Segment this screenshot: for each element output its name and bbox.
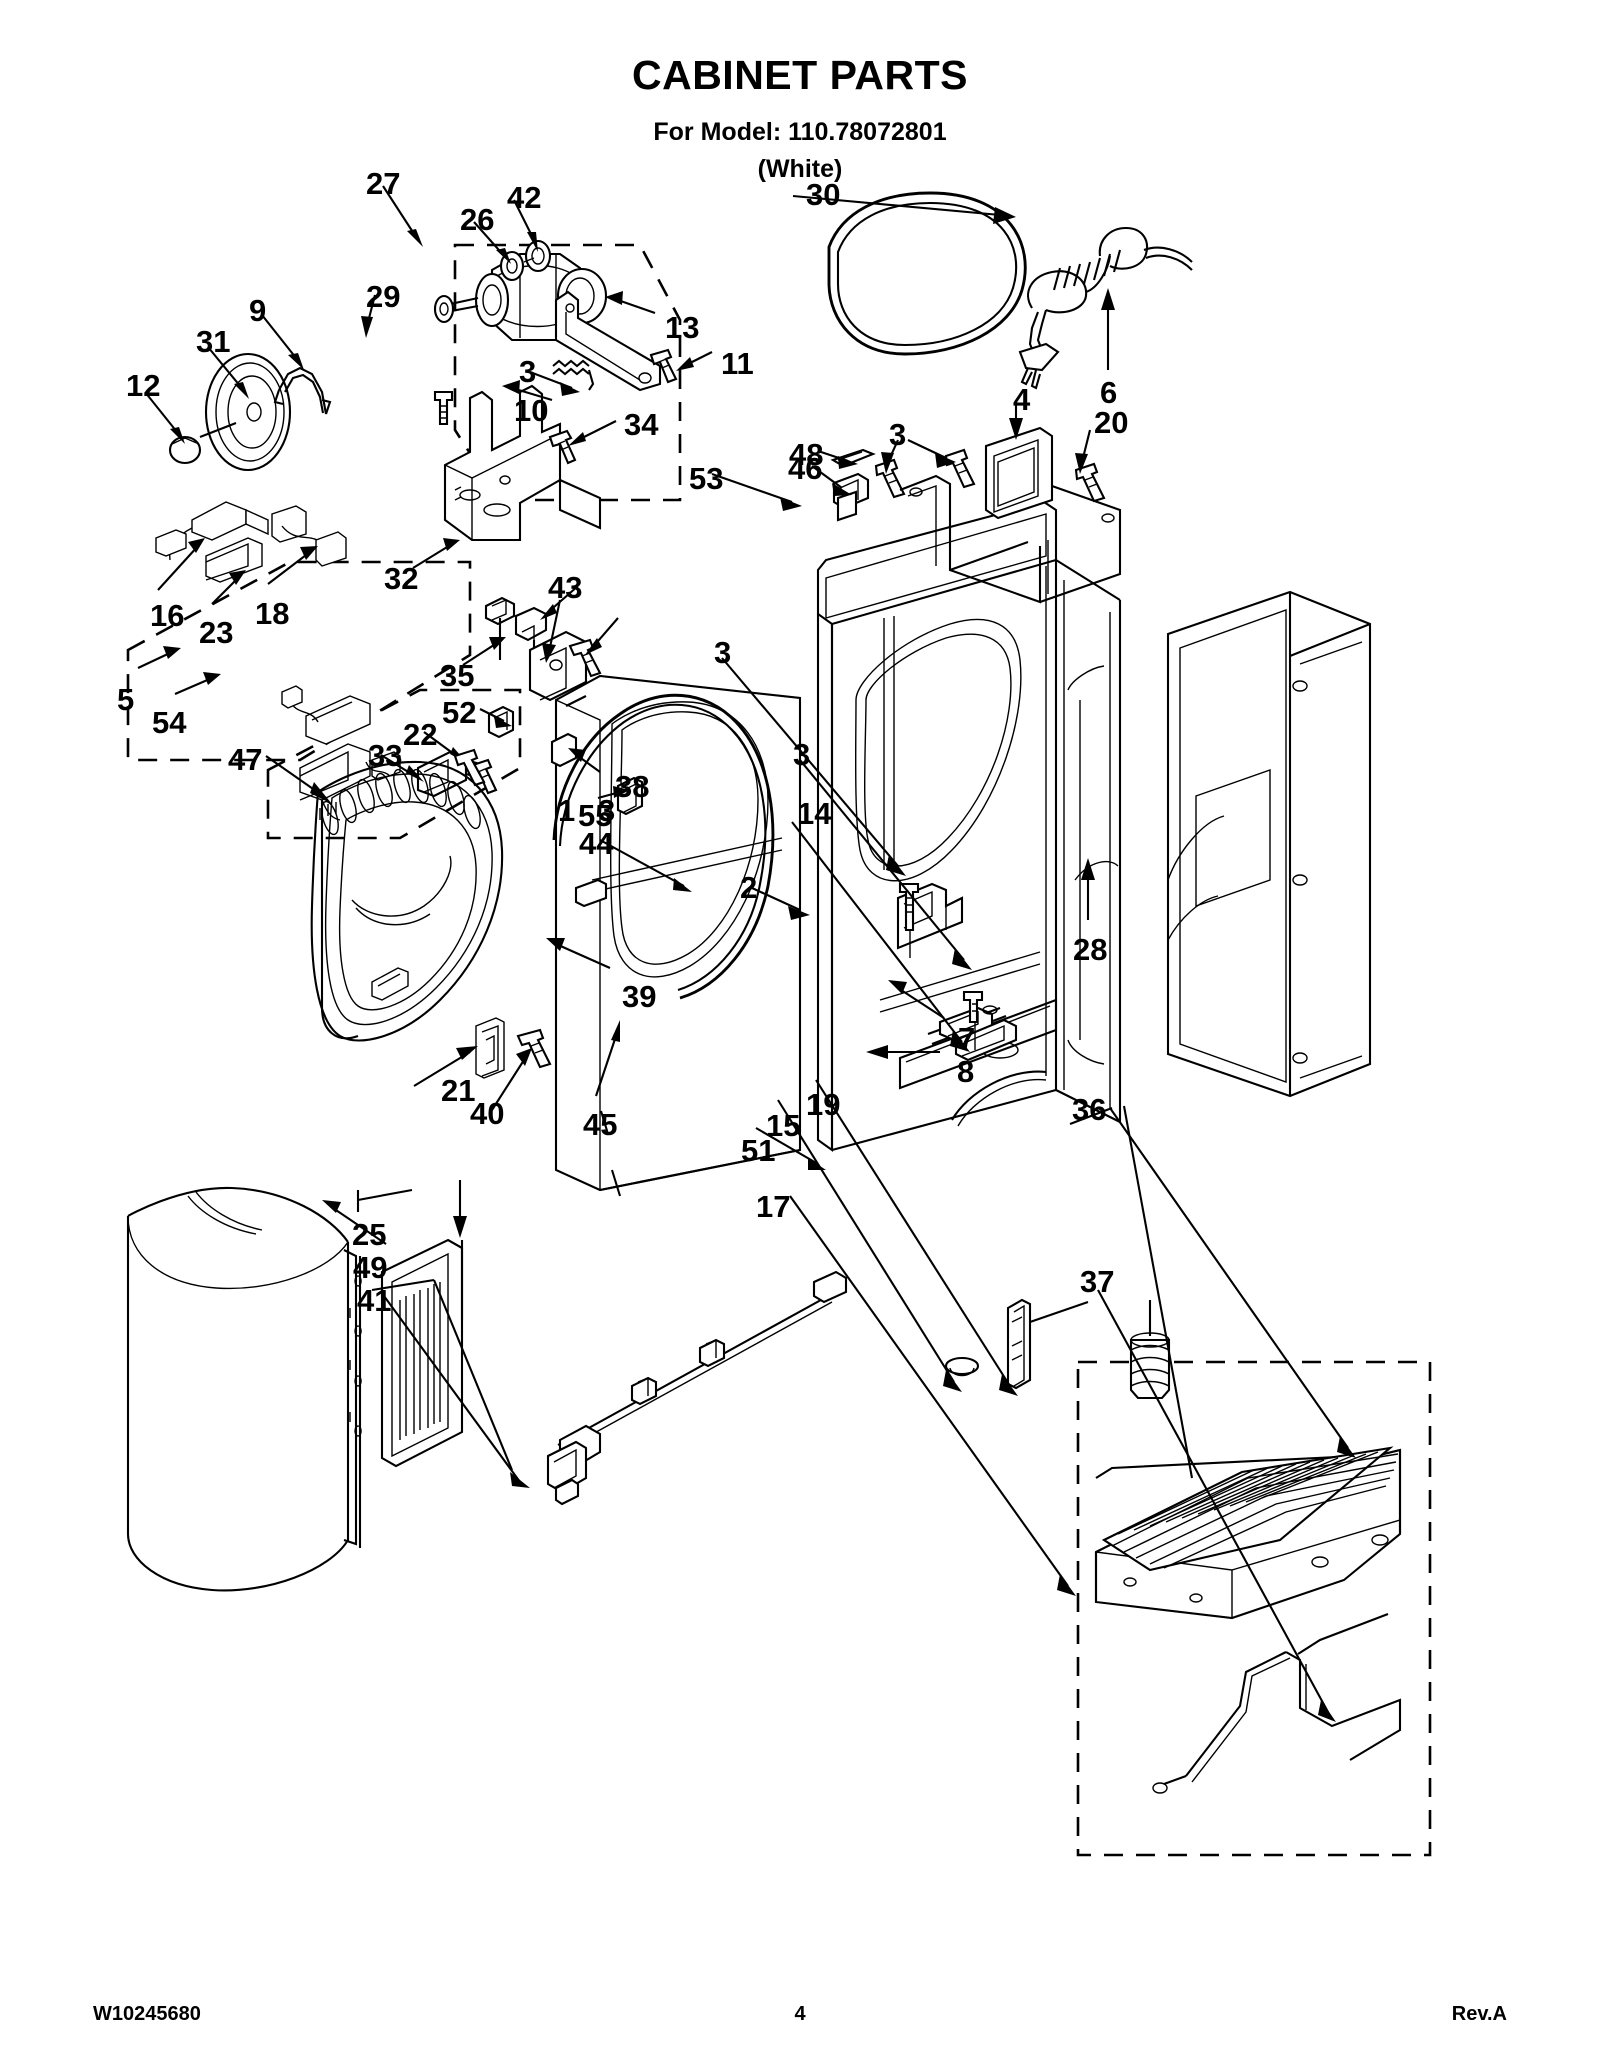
callout-number-52: 52 xyxy=(442,695,477,730)
callout-number-46: 46 xyxy=(788,451,823,486)
callout-number-11: 11 xyxy=(721,346,754,381)
callout-number-25: 25 xyxy=(352,1217,387,1252)
footer-part-number: W10245680 xyxy=(93,2003,201,2025)
callout-number-4: 4 xyxy=(1013,382,1031,417)
callout-number-28: 28 xyxy=(1073,932,1108,967)
callout-number-3: 3 xyxy=(519,354,537,389)
callout-number-42: 42 xyxy=(507,180,542,215)
callout-number-51: 51 xyxy=(741,1133,776,1168)
callout-number-53: 53 xyxy=(689,461,724,496)
callout-number-13: 13 xyxy=(665,310,700,345)
callout-number-30: 30 xyxy=(806,177,841,212)
callout-number-35: 35 xyxy=(440,658,475,693)
page-title: CABINET PARTS xyxy=(631,52,969,98)
callout-number-14: 14 xyxy=(797,796,832,831)
callout-number-3: 3 xyxy=(714,635,732,670)
callout-number-29: 29 xyxy=(366,279,401,314)
color-subtitle: (White) xyxy=(757,155,843,183)
callout-number-15: 15 xyxy=(766,1108,801,1143)
callout-number-22: 22 xyxy=(403,717,438,752)
model-subtitle: For Model: 110.78072801 xyxy=(653,118,947,146)
callout-number-41: 41 xyxy=(357,1283,392,1318)
callout-number-5: 5 xyxy=(117,682,135,717)
callout-number-44: 44 xyxy=(579,826,614,861)
callout-number-19: 19 xyxy=(806,1087,841,1122)
callout-number-8: 8 xyxy=(957,1054,975,1089)
callout-number-38: 38 xyxy=(615,769,650,804)
callout-number-6: 6 xyxy=(1100,375,1118,410)
callout-number-23: 23 xyxy=(199,615,234,650)
callout-number-3: 3 xyxy=(793,737,811,772)
callout-number-3: 3 xyxy=(889,417,907,452)
callout-number-39: 39 xyxy=(622,979,657,1014)
callout-number-27: 27 xyxy=(366,166,401,201)
callout-number-10: 10 xyxy=(514,393,549,428)
callout-number-18: 18 xyxy=(255,596,290,631)
callout-number-21: 21 xyxy=(441,1073,476,1108)
footer-page-number: 4 xyxy=(794,2003,806,2025)
callout-number-47: 47 xyxy=(228,742,263,777)
callout-number-1: 1 xyxy=(558,793,576,828)
callout-number-3: 3 xyxy=(598,793,616,828)
callout-number-45: 45 xyxy=(583,1107,618,1142)
callout-number-16: 16 xyxy=(150,598,185,633)
callout-number-48: 48 xyxy=(789,437,824,472)
callout-number-49: 49 xyxy=(353,1250,388,1285)
callout-number-37: 37 xyxy=(1080,1264,1115,1299)
callout-number-12: 12 xyxy=(126,368,161,403)
callout-number-20: 20 xyxy=(1094,405,1129,440)
footer-revision: Rev.A xyxy=(1451,2003,1507,2025)
callout-number-54: 54 xyxy=(152,705,187,740)
callout-number-43: 43 xyxy=(548,570,583,605)
callout-number-55: 55 xyxy=(578,798,613,833)
callout-number-17: 17 xyxy=(756,1189,791,1224)
callout-number-40: 40 xyxy=(470,1096,505,1131)
callout-number-9: 9 xyxy=(249,293,267,328)
callout-number-34: 34 xyxy=(624,407,659,442)
callout-number-33: 33 xyxy=(368,738,403,773)
callout-number-2: 2 xyxy=(740,870,758,905)
callout-number-36: 36 xyxy=(1072,1092,1107,1127)
callout-number-31: 31 xyxy=(196,324,231,359)
callout-number-26: 26 xyxy=(460,202,495,237)
callout-number-32: 32 xyxy=(384,561,419,596)
callout-number-7: 7 xyxy=(958,1021,976,1056)
